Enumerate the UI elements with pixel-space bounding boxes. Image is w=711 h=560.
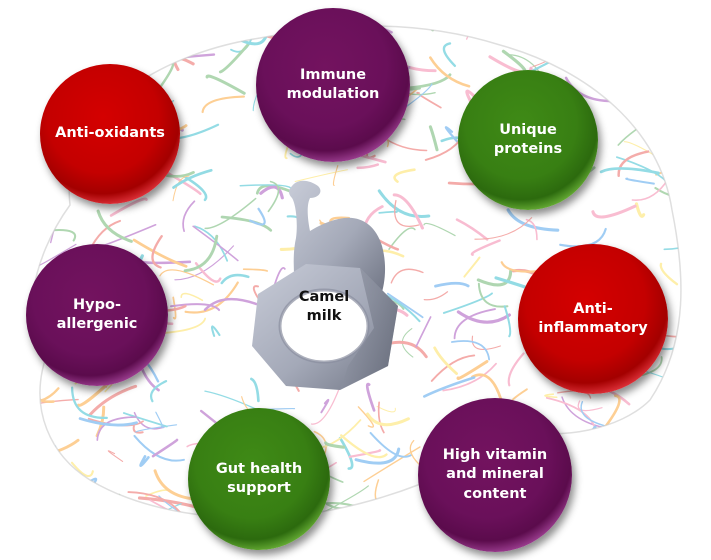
vitamin-mineral-label: High vitamin and mineral content	[442, 447, 548, 502]
anti-inflammatory-label: Anti- inflammatory	[538, 300, 648, 336]
gut-health-support-circle: Gut health support	[188, 408, 330, 550]
hypo-allergenic-label: Hypo- allergenic	[56, 296, 138, 332]
anti-oxidants-circle: Anti-oxidants	[40, 64, 180, 204]
camel-milk-label: Camel milk	[298, 289, 350, 324]
anti-inflammatory-circle: Anti- inflammatory	[518, 244, 668, 394]
gut-health-support-label: Gut health support	[215, 460, 303, 496]
vitamin-mineral-circle: High vitamin and mineral content	[418, 398, 572, 552]
unique-proteins-label: Unique proteins	[493, 121, 563, 157]
immune-modulation-circle: Immune modulation	[256, 8, 410, 162]
unique-proteins-circle: Unique proteins	[458, 70, 598, 210]
immune-modulation-label: Immune modulation	[286, 66, 380, 102]
hypo-allergenic-circle: Hypo- allergenic	[26, 244, 168, 386]
camel-sculpture-image	[252, 180, 398, 390]
anti-oxidants-label: Anti-oxidants	[55, 125, 165, 142]
